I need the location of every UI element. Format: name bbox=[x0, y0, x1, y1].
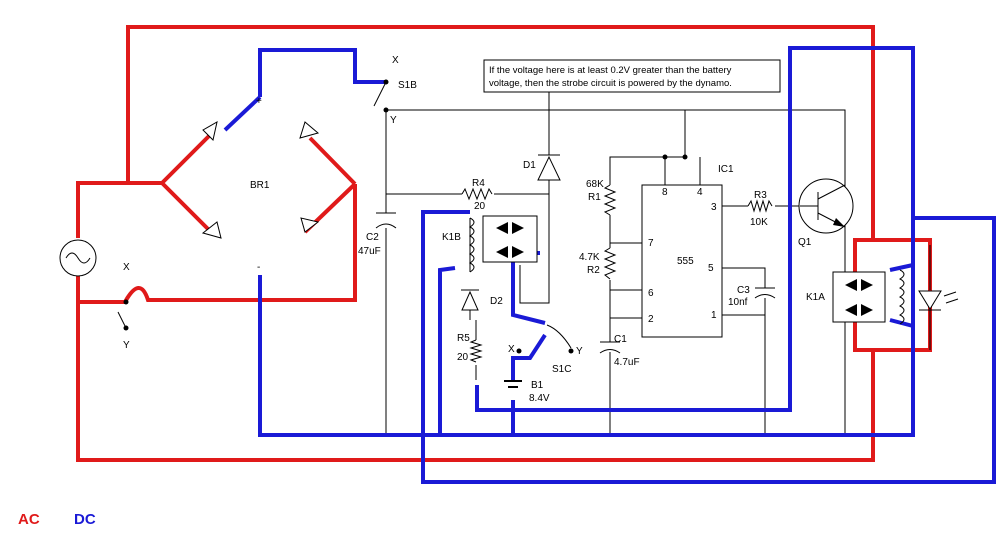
label-c1: C1 bbox=[614, 334, 627, 345]
label-s1b-y: Y bbox=[390, 115, 397, 126]
led-lamp bbox=[918, 245, 959, 350]
label-r2: R2 bbox=[587, 265, 600, 276]
capacitor-c1: C1 4.7uF bbox=[599, 334, 640, 368]
label-s1b: S1B bbox=[398, 80, 417, 91]
pin-4: 4 bbox=[697, 187, 703, 198]
legend-dc: DC bbox=[74, 511, 96, 528]
note-line-1: If the voltage here is at least 0.2V gre… bbox=[489, 65, 732, 76]
label-minus: - bbox=[257, 262, 260, 273]
pin-6: 6 bbox=[648, 288, 654, 299]
label-b1-val: 8.4V bbox=[529, 393, 550, 404]
pin-8: 8 bbox=[662, 187, 668, 198]
label-r3-val: 10K bbox=[750, 217, 768, 228]
label-r5-val: 20 bbox=[457, 352, 469, 363]
capacitor-c2: C2 47uF bbox=[358, 212, 397, 257]
pin-1: 1 bbox=[711, 310, 717, 321]
label-r1-val: 68K bbox=[586, 179, 604, 190]
resistor-r4: R4 20 bbox=[461, 178, 493, 212]
label-r4: R4 bbox=[472, 178, 485, 189]
label-c3: C3 bbox=[737, 285, 750, 296]
label-s1a-x: X bbox=[123, 262, 130, 273]
label-c2: C2 bbox=[366, 232, 379, 243]
pin-7: 7 bbox=[648, 238, 654, 249]
pin-2: 2 bbox=[648, 314, 654, 325]
resistor-r3: R3 10K bbox=[747, 190, 773, 228]
legend: AC DC bbox=[18, 511, 96, 528]
label-s1b-x: X bbox=[392, 55, 399, 66]
label-br1: BR1 bbox=[250, 180, 270, 191]
relay-k1a: K1A bbox=[806, 269, 905, 325]
label-plus: + bbox=[256, 96, 262, 107]
transistor-q1: Q1 bbox=[798, 178, 854, 248]
relay-k1b: K1B bbox=[442, 215, 538, 273]
label-ic1: IC1 bbox=[718, 164, 734, 175]
pin-5: 5 bbox=[708, 263, 714, 274]
resistor-r2: 4.7K R2 bbox=[579, 247, 617, 280]
bridge-rectifier: BR1 + - bbox=[201, 96, 320, 273]
switch-s1b: X S1B Y bbox=[373, 55, 417, 126]
annotation-note: If the voltage here is at least 0.2V gre… bbox=[483, 59, 781, 110]
label-k1b: K1B bbox=[442, 232, 461, 243]
switch-s1c: X Y S1C bbox=[508, 324, 583, 375]
ac-source-symbol bbox=[59, 239, 97, 277]
label-k1a: K1A bbox=[806, 292, 825, 303]
pin-3: 3 bbox=[711, 202, 717, 213]
diode-d2: D2 bbox=[461, 289, 503, 311]
label-s1a-y: Y bbox=[123, 340, 130, 351]
label-r1: R1 bbox=[588, 192, 601, 203]
dc-wiring bbox=[223, 46, 996, 484]
label-ic-name: 555 bbox=[677, 256, 694, 267]
resistor-r1: 68K R1 bbox=[586, 179, 617, 216]
label-c1-val: 4.7uF bbox=[614, 357, 640, 368]
label-c2-val: 47uF bbox=[358, 246, 381, 257]
label-s1c-y: Y bbox=[576, 346, 583, 357]
label-s1c: S1C bbox=[552, 364, 571, 375]
label-d2: D2 bbox=[490, 296, 503, 307]
label-r4-val: 20 bbox=[474, 201, 486, 212]
label-d1: D1 bbox=[523, 160, 536, 171]
label-s1c-x: X bbox=[508, 344, 515, 355]
signal-wires bbox=[385, 109, 846, 435]
label-r2-val: 4.7K bbox=[579, 252, 600, 263]
battery-b1: B1 8.4V bbox=[504, 380, 550, 404]
diode-d1: D1 bbox=[523, 154, 561, 181]
resistor-r5: R5 20 bbox=[457, 333, 483, 363]
switch-s1a: X Y bbox=[117, 262, 130, 351]
label-b1: B1 bbox=[531, 380, 544, 391]
label-r3: R3 bbox=[754, 190, 767, 201]
note-line-2: voltage, then the strobe circuit is powe… bbox=[489, 78, 732, 89]
label-r5: R5 bbox=[457, 333, 470, 344]
label-c3-val: 10nf bbox=[728, 297, 748, 308]
legend-ac: AC bbox=[18, 511, 40, 528]
capacitor-c3: C3 10nf bbox=[728, 285, 776, 308]
label-q1: Q1 bbox=[798, 237, 812, 248]
ic1-555-timer: IC1 555 8 4 3 7 6 2 5 1 bbox=[641, 154, 734, 338]
